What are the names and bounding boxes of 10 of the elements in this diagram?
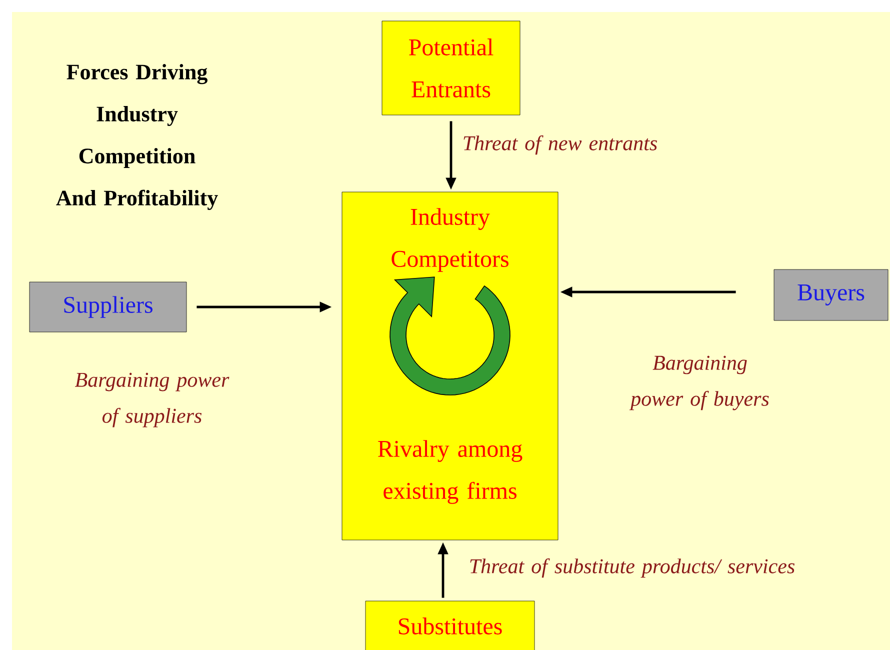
process-box: Industry Competitors Rivalry among existing firms <box>342 192 558 540</box>
edge-label: Threat of new entrants <box>464 135 657 155</box>
title: Forces Driving Industry Competition And Profitability <box>56 64 218 210</box>
force-box: Substitutes <box>365 600 535 650</box>
force-box: Potential Entrants <box>382 20 520 116</box>
edge-label: Threat of substitute products/ services <box>470 558 795 578</box>
force-box: Suppliers <box>29 282 187 332</box>
edge-label: Bargaining power of suppliers <box>75 372 230 428</box>
force-box: Buyers <box>774 269 888 321</box>
edge-label: Bargaining power of buyers <box>629 356 769 410</box>
